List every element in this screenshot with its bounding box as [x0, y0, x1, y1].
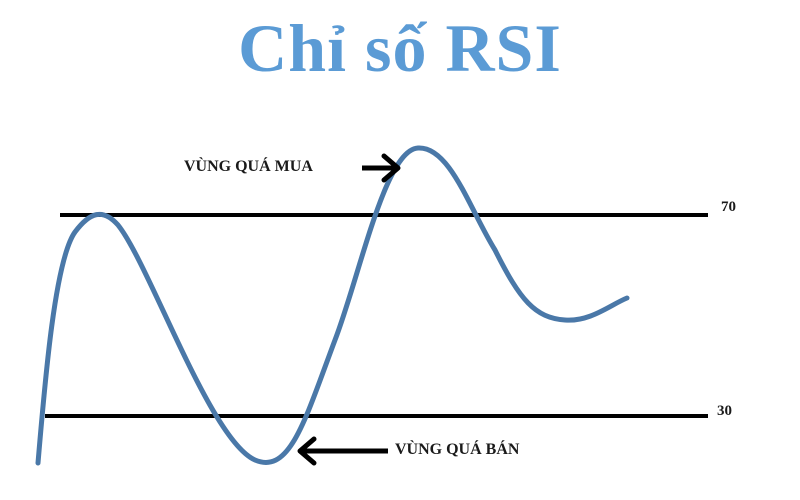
rsi-curve	[35, 145, 630, 466]
oversold-label: VÙNG QUÁ BÁN	[395, 441, 520, 458]
level-30-label: 30	[717, 403, 732, 419]
level-70-label: 70	[721, 199, 736, 215]
page-title: Chỉ số RSI	[238, 10, 562, 86]
overbought-label: VÙNG QUÁ MUA	[184, 158, 313, 175]
arrow-left-icon	[297, 436, 388, 466]
arrow-right-icon	[362, 153, 401, 183]
